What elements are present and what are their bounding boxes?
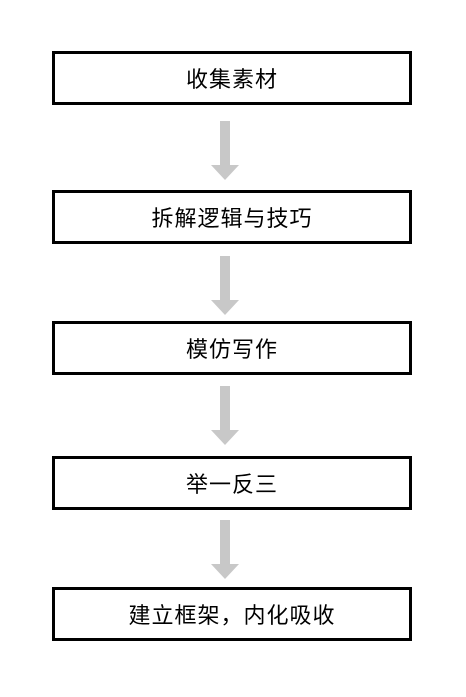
step-label: 举一反三 — [185, 473, 278, 498]
step-label: 拆解逻辑与技巧 — [151, 207, 313, 232]
down-arrow-icon — [210, 520, 240, 580]
step-label: 收集素材 — [185, 68, 278, 93]
step-label: 建立框架，内化吸收 — [128, 604, 336, 629]
step-label: 模仿写作 — [185, 338, 278, 363]
down-arrow-icon — [210, 256, 240, 316]
step-box-build-framework: 建立框架，内化吸收 — [52, 587, 412, 641]
step-box-collect-material: 收集素材 — [52, 51, 412, 105]
step-box-analyze-logic: 拆解逻辑与技巧 — [52, 190, 412, 244]
down-arrow-icon — [210, 386, 240, 446]
down-arrow-icon — [210, 121, 240, 181]
step-box-draw-inferences: 举一反三 — [52, 456, 412, 510]
step-box-imitate-writing: 模仿写作 — [52, 321, 412, 375]
